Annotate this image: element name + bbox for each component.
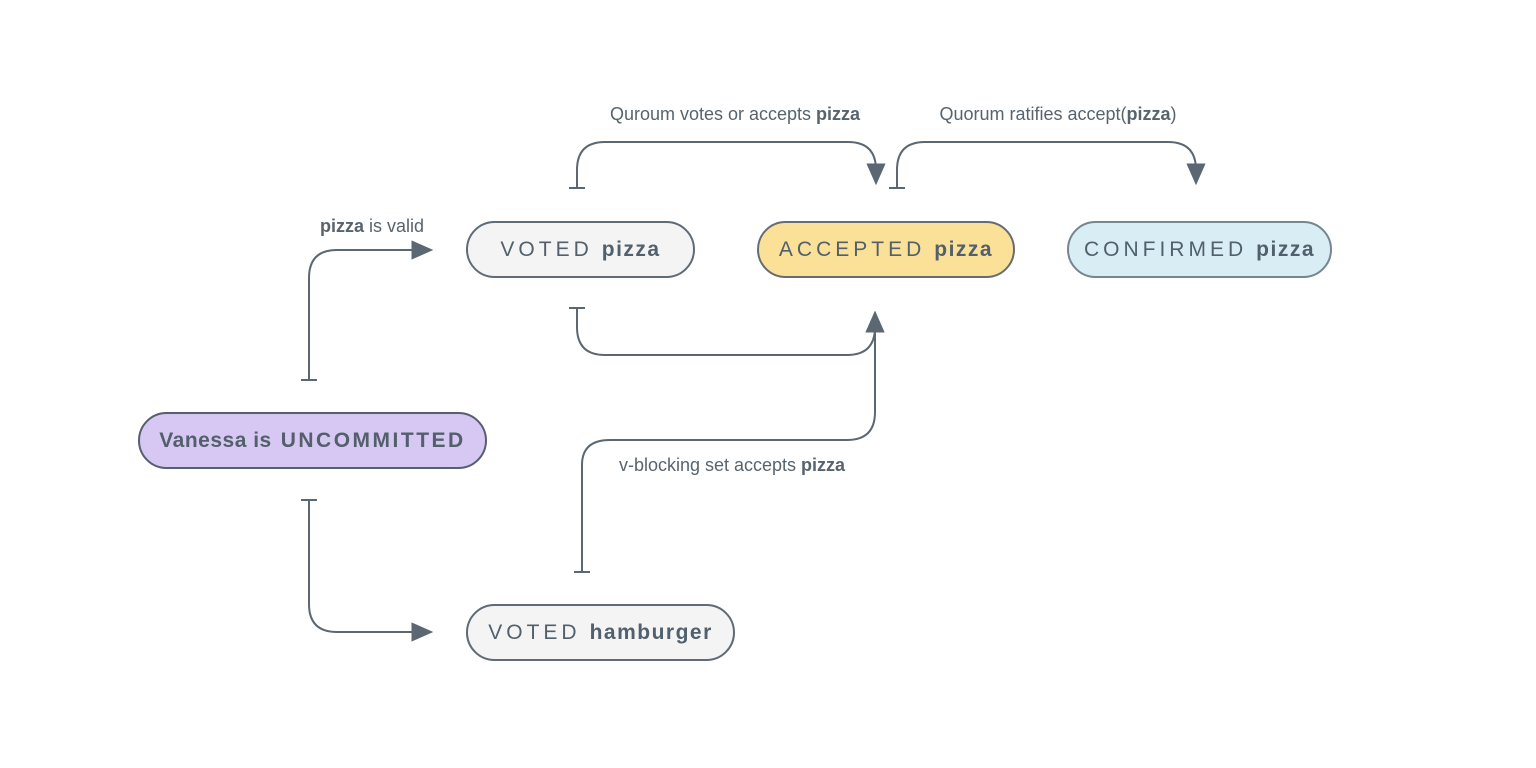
node-confirmed-pizza-state: CONFIRMED (1083, 237, 1248, 261)
edge-label-quorum-votes-bold: pizza (816, 104, 861, 124)
edge-voted-pizza-to-accepted-top (569, 141, 886, 189)
node-voted-pizza-state: VOTED (500, 237, 593, 261)
edge-label-quorum-votes: Quroum votes or accepts pizza (610, 104, 860, 125)
edge-label-pizza-is-valid-text: is valid (363, 216, 425, 236)
edge-voted-pizza-to-accepted-bottom (569, 307, 885, 356)
edge-label-quorum-votes-text: Quroum votes or accepts (609, 104, 817, 124)
edge-uncommitted-to-voted-pizza (301, 240, 434, 381)
node-voted-hamburger-state: VOTED (488, 620, 581, 644)
node-accepted-pizza-value: pizza (934, 237, 994, 261)
node-uncommitted: Vanessa is UNCOMMITTED (138, 412, 487, 469)
edge-label-v-blocking-bold: pizza (801, 455, 846, 475)
edge-label-v-blocking: v-blocking set accepts pizza (619, 455, 845, 476)
node-voted-pizza: VOTED pizza (466, 221, 695, 278)
node-voted-hamburger: VOTED hamburger (466, 604, 735, 661)
edge-label-quorum-ratifies: Quorum ratifies accept(pizza) (939, 104, 1176, 125)
node-uncommitted-label: Vanessa is (159, 428, 272, 452)
node-confirmed-pizza-value: pizza (1256, 237, 1315, 261)
edge-label-quorum-ratifies-suffix: ) (1170, 104, 1177, 124)
edge-voted-hamburger-to-accepted (574, 310, 885, 573)
edge-uncommitted-to-voted-hamburger (301, 499, 434, 642)
edge-accepted-to-confirmed-top (889, 141, 1206, 189)
edge-label-quorum-ratifies-text: Quorum ratifies accept( (939, 104, 1127, 124)
node-uncommitted-state: UNCOMMITTED (280, 428, 466, 452)
node-voted-pizza-value: pizza (601, 237, 661, 261)
edge-label-pizza-is-valid: pizza is valid (320, 216, 424, 237)
edge-label-pizza-is-valid-bold: pizza (319, 216, 364, 236)
node-confirmed-pizza: CONFIRMED pizza (1067, 221, 1332, 278)
edge-label-quorum-ratifies-bold: pizza (1126, 104, 1171, 124)
node-voted-hamburger-value: hamburger (589, 620, 713, 644)
edge-label-v-blocking-text: v-blocking set accepts (618, 455, 802, 475)
node-accepted-pizza-state: ACCEPTED (778, 237, 926, 261)
node-accepted-pizza: ACCEPTED pizza (757, 221, 1015, 278)
